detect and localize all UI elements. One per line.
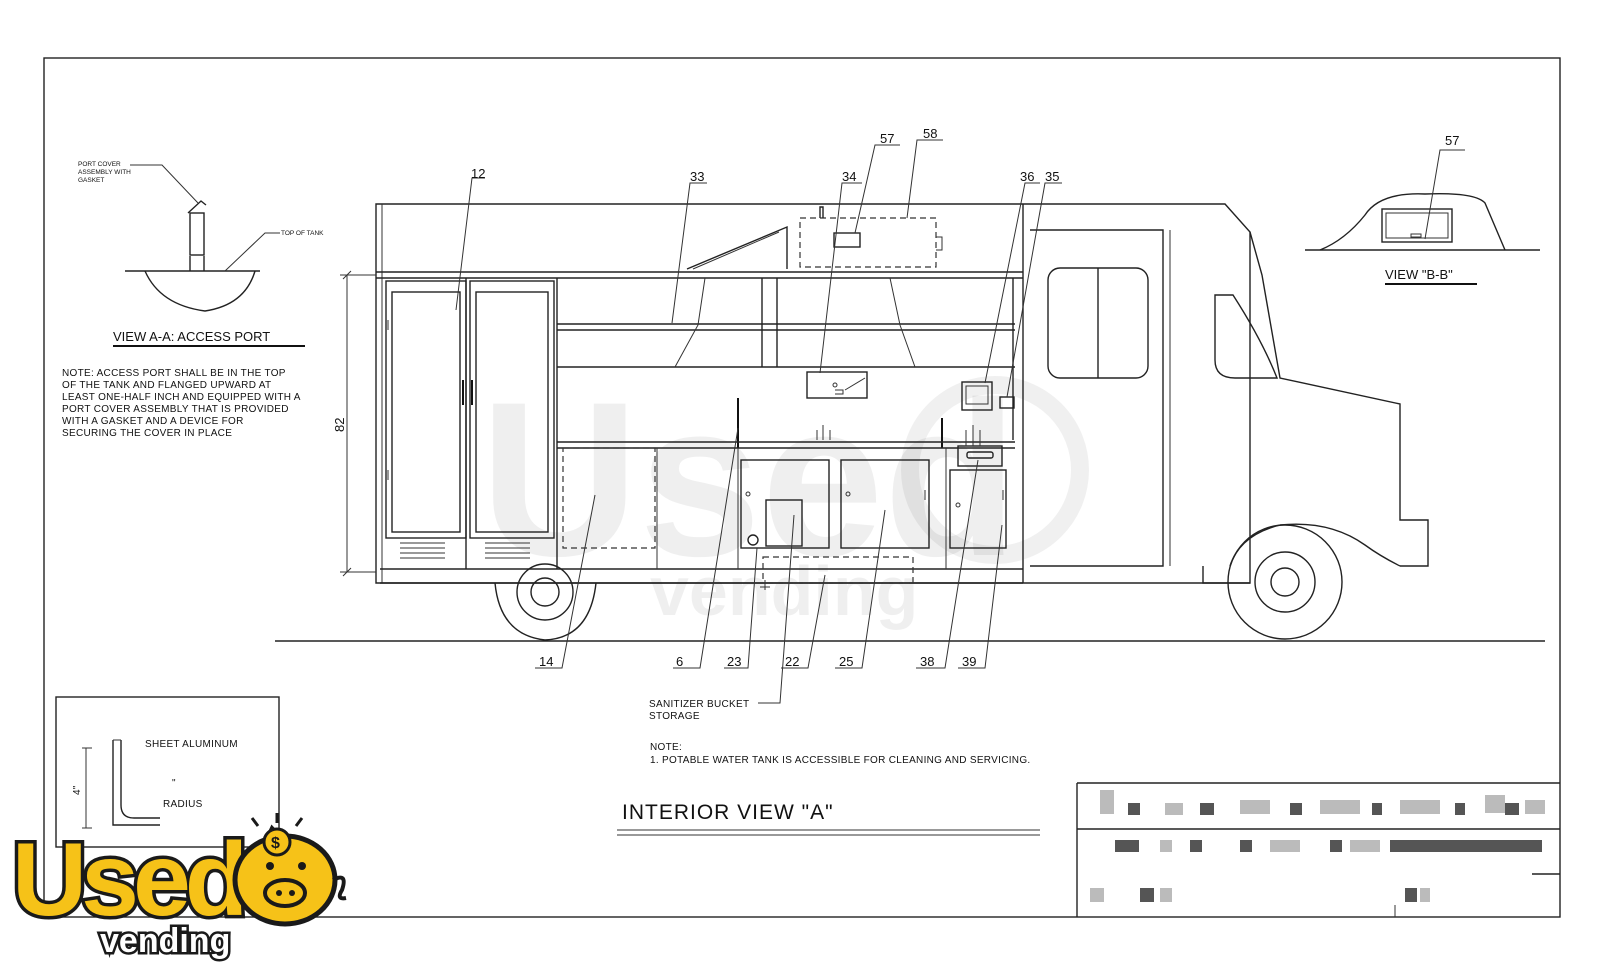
top-callouts: 12 33 34 57 58 36 35 (455, 126, 1062, 398)
interior-view-title: INTERIOR VIEW "A" (622, 801, 834, 824)
dimension-4-inch: 4" (72, 785, 83, 795)
note-a-line-2: OF THE TANK AND FLANGED UPWARD AT (62, 380, 271, 391)
dimension-82: 82 (332, 418, 347, 432)
note-a-line-1: NOTE: ACCESS PORT SHALL BE IN THE TOP (62, 368, 286, 379)
note-head: NOTE: (650, 742, 682, 753)
label-port-cover-3: GASKET (78, 177, 104, 184)
piggy-icon (232, 824, 347, 927)
note-a-line-3: LEAST ONE-HALF INCH AND EQUIPPED WITH A (62, 392, 301, 403)
redacted-title-block-text (1090, 790, 1545, 902)
callout-34: 34 (842, 169, 856, 184)
callout-57-bb: 57 (1445, 133, 1459, 148)
logo-sub: vending (100, 922, 230, 960)
callout-25: 25 (839, 654, 853, 669)
label-port-cover-1: PORT COVER (78, 161, 121, 168)
callout-58: 58 (923, 126, 937, 141)
watermark: Used vending (480, 356, 1089, 630)
view-b-b-title: VIEW "B-B" (1385, 267, 1453, 282)
view-a-a-detail: PORT COVER ASSEMBLY WITH GASKET TOP OF T… (62, 161, 324, 439)
callout-36: 36 (1020, 169, 1034, 184)
sheet-aluminum-label: SHEET ALUMINUM (145, 739, 238, 750)
callout-38: 38 (920, 654, 934, 669)
watermark-sub: vending (650, 552, 918, 630)
coin-icon: $ (250, 813, 304, 857)
logo-word: Used (12, 822, 242, 938)
callout-6: 6 (676, 654, 683, 669)
title-block (1076, 782, 1560, 917)
sanitizer-line-1: SANITIZER BUCKET (649, 699, 749, 710)
note-a-line-6: SECURING THE COVER IN PLACE (62, 428, 232, 439)
height-dimension: 82 (332, 270, 376, 577)
truck-elevation (275, 203, 1545, 642)
title-underline (617, 829, 1040, 836)
sanitizer-label: SANITIZER BUCKET STORAGE (649, 514, 795, 722)
callout-23: 23 (727, 654, 741, 669)
view-b-b-detail: 57 VIEW "B-B" (1305, 133, 1540, 285)
callout-12: 12 (471, 166, 485, 181)
label-port-cover-2: ASSEMBLY WITH (78, 169, 131, 176)
sanitizer-line-2: STORAGE (649, 711, 700, 722)
view-a-a-title: VIEW A-A: ACCESS PORT (113, 329, 270, 344)
coin-symbol: $ (271, 835, 280, 852)
note-item-1: 1. POTABLE WATER TANK IS ACCESSIBLE FOR … (650, 755, 1030, 766)
aluminum-detail: SHEET ALUMINUM 4" " RADIUS (55, 696, 280, 848)
radius-label: RADIUS (163, 799, 203, 810)
note-a-line-5: WITH A GASKET AND A DEVICE FOR (62, 416, 244, 427)
callout-35: 35 (1045, 169, 1059, 184)
note-a-line-4: PORT COVER ASSEMBLY THAT IS PROVIDED (62, 404, 289, 415)
callout-14: 14 (539, 654, 553, 669)
radius-dim: " (172, 778, 176, 789)
sheet-border (43, 57, 1561, 918)
label-top-of-tank: TOP OF TANK (281, 230, 324, 237)
bottom-callouts: 14 6 23 22 25 38 39 (535, 427, 1003, 669)
used-vending-logo: Used vending $ (9, 813, 347, 963)
callout-22: 22 (785, 654, 799, 669)
callout-39: 39 (962, 654, 976, 669)
callout-33: 33 (690, 169, 704, 184)
callout-57: 57 (880, 131, 894, 146)
